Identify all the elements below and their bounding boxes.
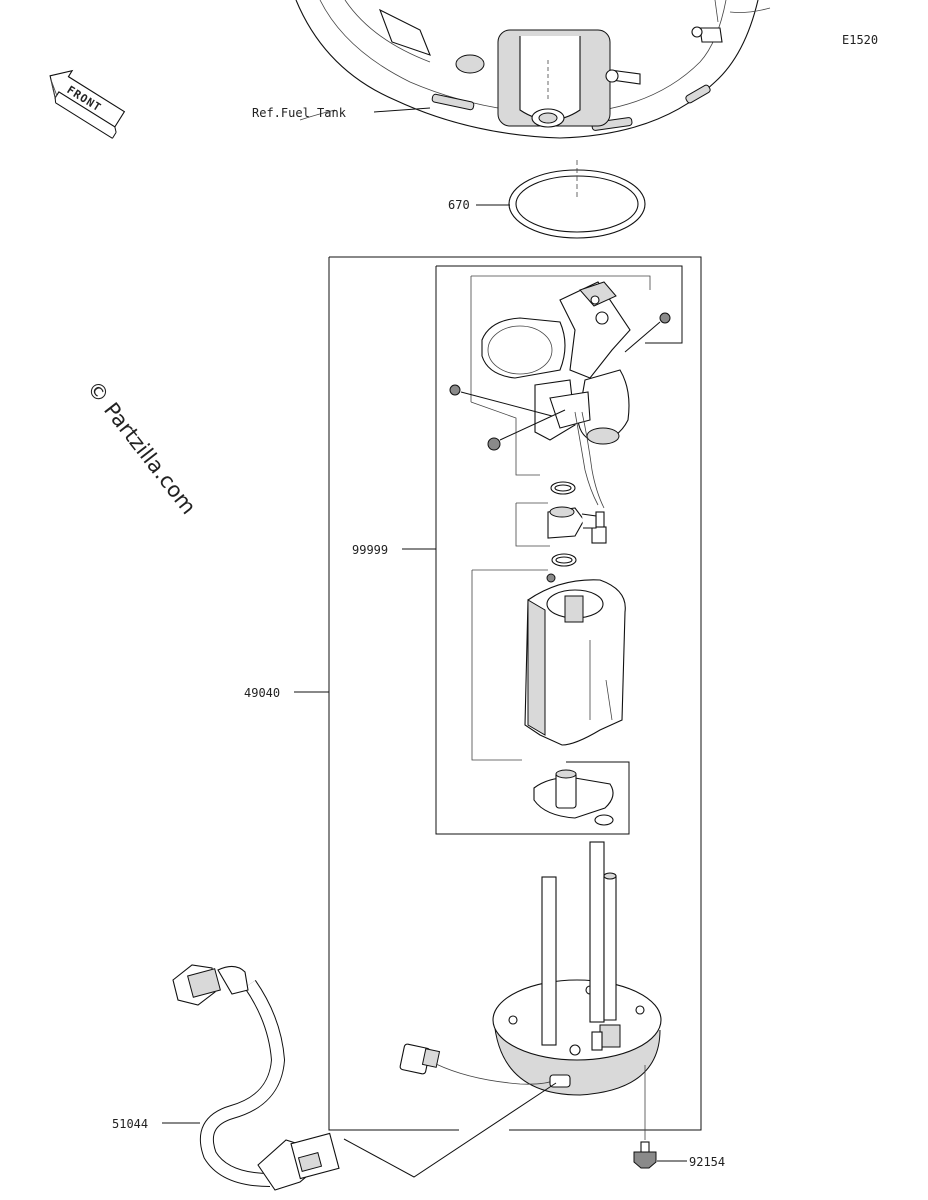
fuel-connector-elbow <box>547 506 597 539</box>
pump-flange-base <box>492 841 662 1096</box>
fuel-filter-housing <box>524 573 626 746</box>
small-o-ring-bottom <box>551 553 577 567</box>
pump-strainer <box>533 769 614 819</box>
fuel-hose-51044 <box>172 964 340 1191</box>
frame-49040 <box>328 256 702 1131</box>
watermark: © Partzilla.com <box>82 376 201 518</box>
gasket-ring-670 <box>508 160 646 239</box>
small-washer <box>594 814 614 826</box>
bolt-92154 <box>633 1065 657 1169</box>
bolt-small-1 <box>624 312 671 353</box>
bolt-small-3 <box>487 409 566 451</box>
callout-92154: 92154 <box>689 1155 725 1169</box>
diagram-code: E1520 <box>842 33 878 47</box>
callout-49040: 49040 <box>244 686 280 700</box>
fuel-tank-reference <box>295 0 771 139</box>
small-o-ring-top <box>550 481 576 495</box>
frame-99999 <box>435 265 683 835</box>
callout-99999: 99999 <box>352 543 388 557</box>
wiring-harness <box>399 1043 571 1088</box>
callout-670: 670 <box>448 198 470 212</box>
callout-ref-fuel-tank: Ref.Fuel Tank <box>252 106 347 120</box>
pressure-regulator-bracket <box>481 281 631 544</box>
callout-51044: 51044 <box>112 1117 148 1131</box>
bolt-small-2 <box>449 384 553 417</box>
front-arrow-icon: FRONT <box>49 69 126 139</box>
